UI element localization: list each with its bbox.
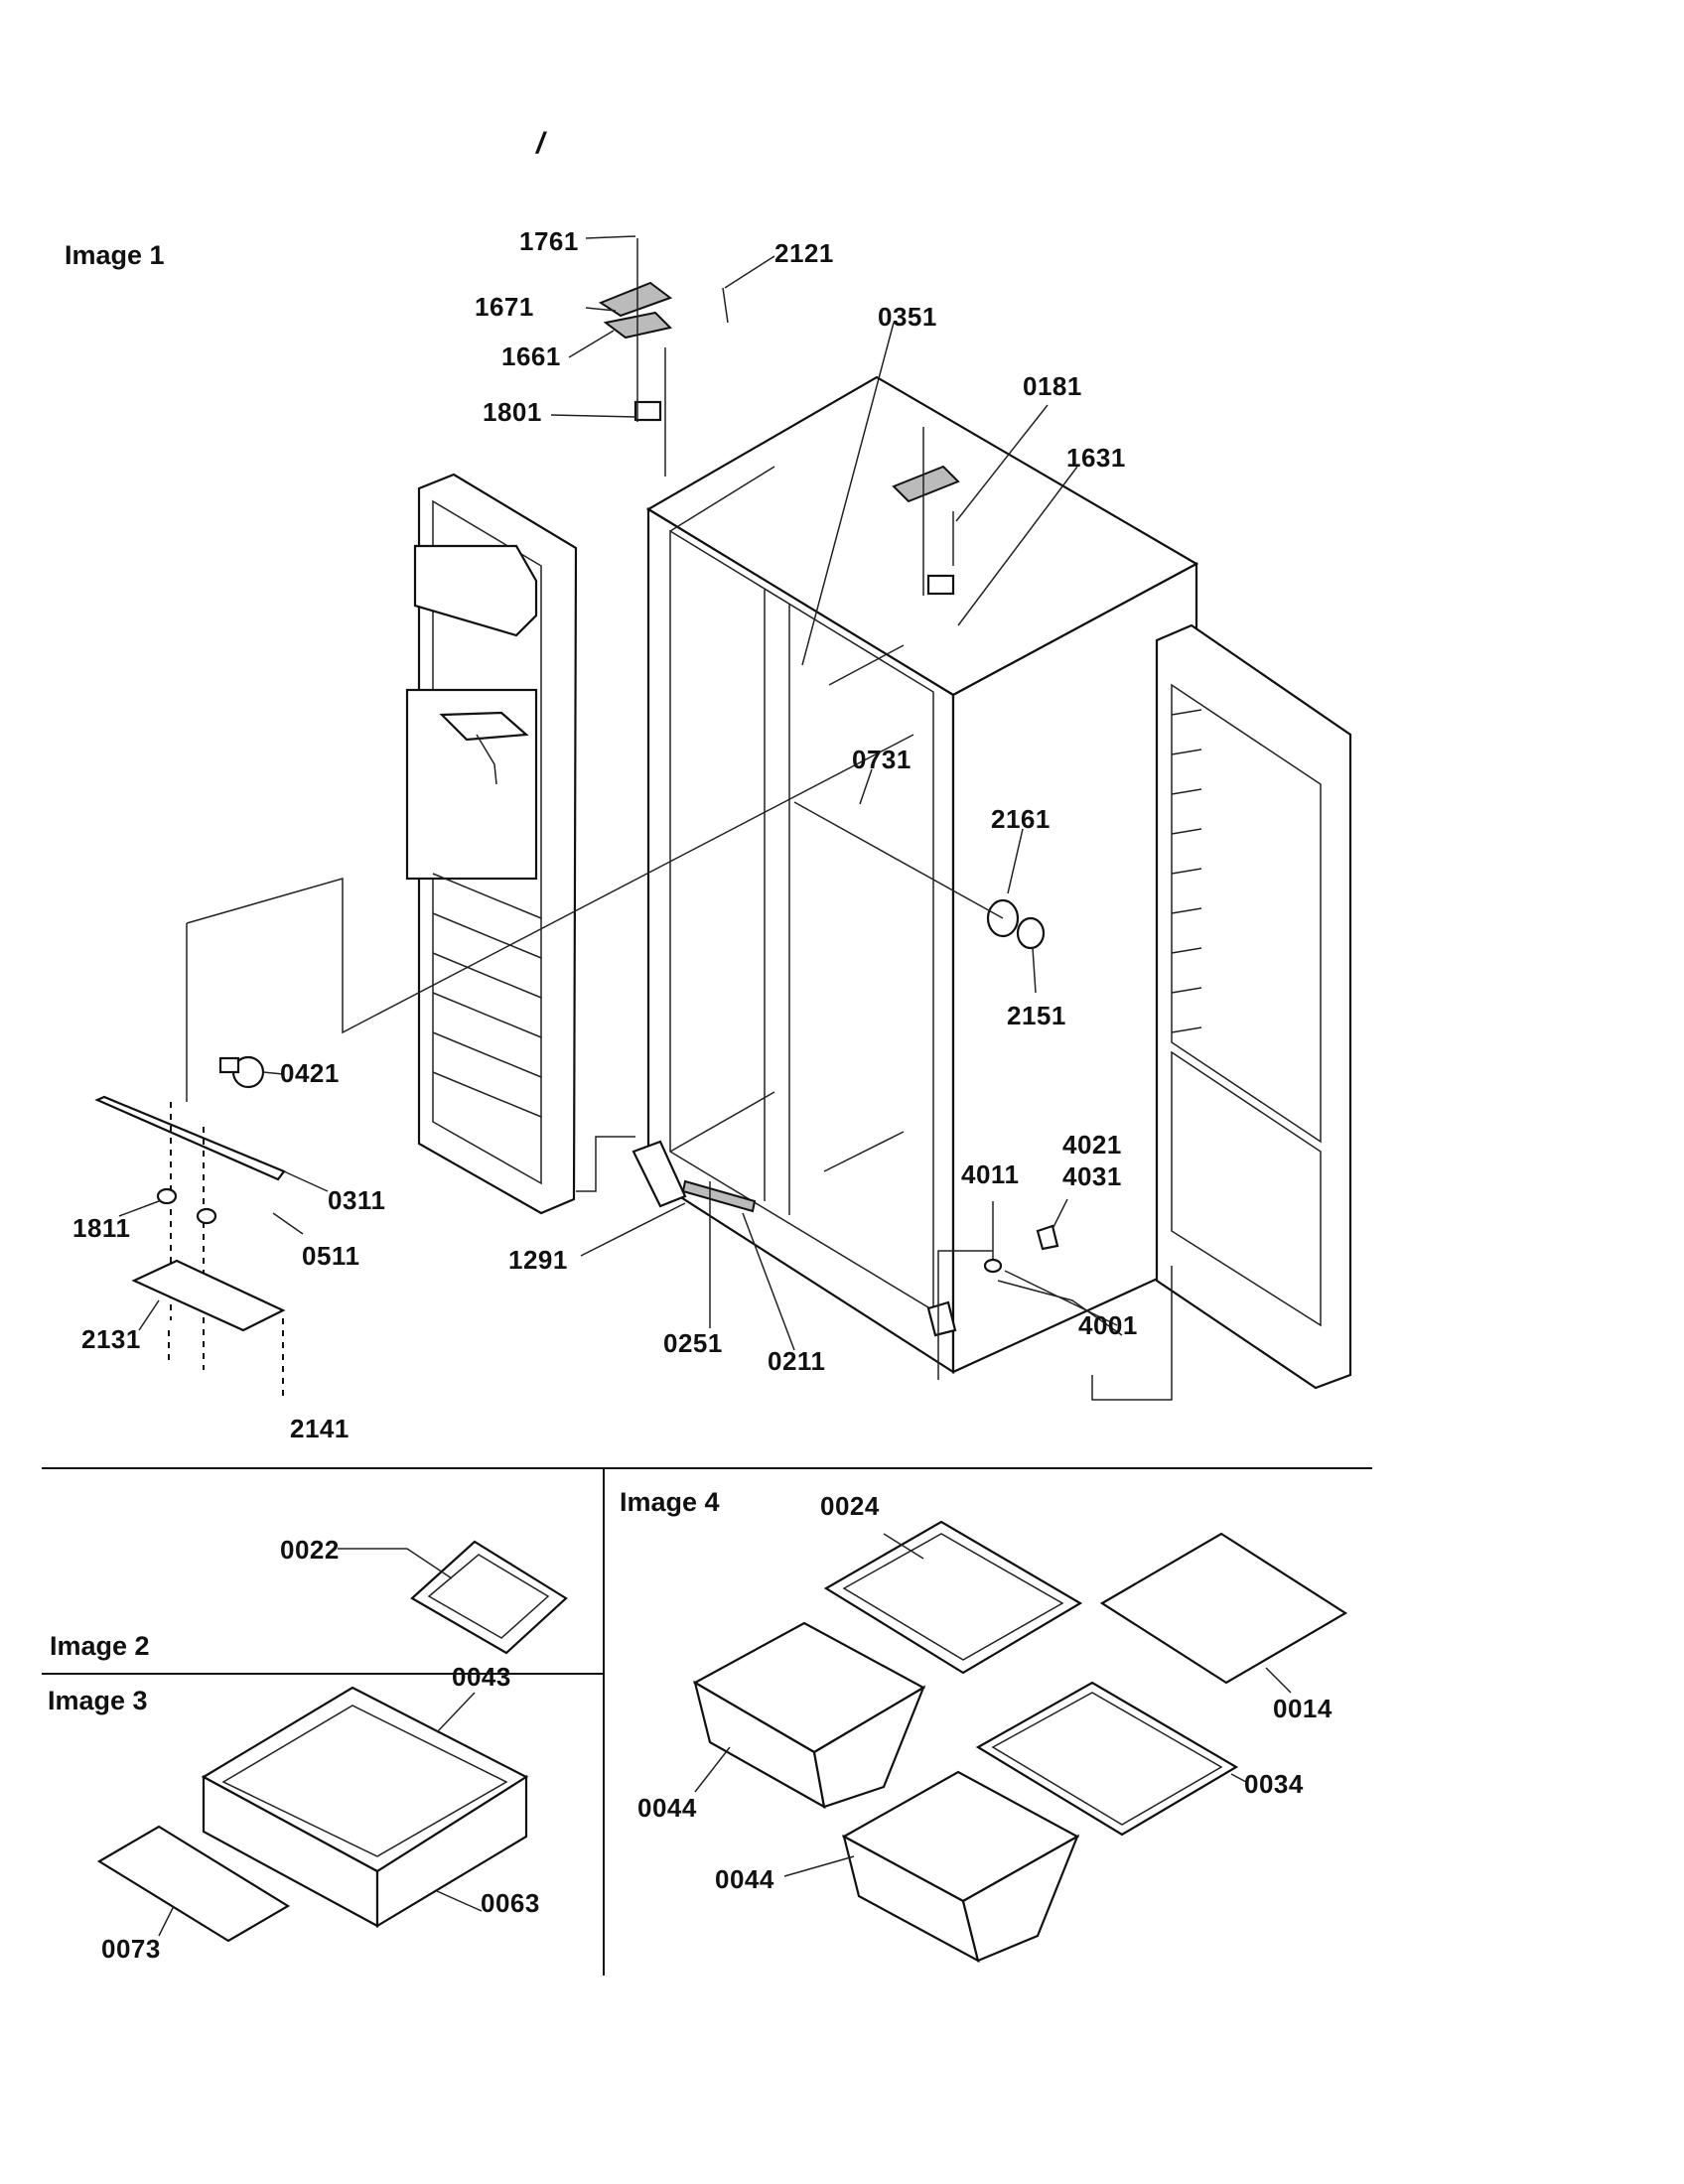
callout-2141: 2141	[290, 1414, 350, 1443]
cabinet	[645, 375, 1199, 1375]
image2-shelf	[338, 1540, 568, 1655]
panel-title-image4: Image 4	[620, 1487, 720, 1517]
left-door	[405, 473, 578, 1215]
callout-0421: 0421	[280, 1058, 340, 1088]
callout-0044-bottom: 0044	[715, 1864, 774, 1894]
callout-0022: 0022	[280, 1535, 340, 1565]
panel-title-image2: Image 2	[50, 1631, 150, 1661]
callout-2121: 2121	[774, 238, 834, 268]
leader-lines	[118, 235, 1118, 1351]
callout-0351: 0351	[878, 302, 937, 332]
callout-1661: 1661	[501, 341, 561, 371]
callout-1761: 1761	[519, 226, 579, 256]
callout-4011: 4011	[961, 1160, 1020, 1189]
callout-1291: 1291	[508, 1245, 568, 1275]
callout-2161: 2161	[991, 804, 1051, 834]
callout-0731: 0731	[852, 745, 912, 774]
lamp-bracket	[94, 1095, 286, 1400]
callout-4001: 4001	[1078, 1310, 1138, 1340]
callout-4031: 4031	[1062, 1161, 1122, 1191]
callout-0044-top: 0044	[637, 1793, 697, 1823]
callout-4021: 4021	[1062, 1130, 1122, 1160]
callout-0063: 0063	[481, 1888, 540, 1918]
stray-mark: /	[536, 127, 545, 160]
top-hinge-right	[892, 427, 960, 596]
right-lower-hardware	[937, 1201, 1173, 1401]
panel-title-image1: Image 1	[65, 240, 165, 270]
callout-0211: 0211	[768, 1346, 826, 1376]
callout-0511: 0511	[302, 1241, 360, 1271]
callout-0043: 0043	[452, 1662, 511, 1692]
callout-0311: 0311	[328, 1185, 386, 1215]
panel-title-image3: Image 3	[48, 1686, 148, 1715]
image4-parts	[692, 1520, 1348, 1964]
callout-0073: 0073	[101, 1934, 161, 1964]
callout-0181: 0181	[1023, 371, 1082, 401]
callout-0251: 0251	[663, 1328, 723, 1358]
callout-1631: 1631	[1066, 443, 1126, 473]
image3-crisper	[96, 1686, 529, 1943]
callout-1671: 1671	[475, 292, 534, 322]
callout-1811: 1811	[72, 1213, 131, 1243]
left-door-bins	[432, 873, 542, 1118]
callout-1801: 1801	[483, 397, 542, 427]
callout-2151: 2151	[1007, 1001, 1066, 1030]
right-door	[1155, 623, 1352, 1390]
lower-hinge	[576, 1136, 957, 1337]
callout-0024: 0024	[820, 1491, 880, 1521]
callout-0034: 0034	[1244, 1769, 1304, 1799]
top-hinge-left	[598, 238, 729, 477]
panel-dividers	[42, 1467, 1372, 1976]
control-knob	[793, 801, 1046, 950]
light-assembly	[186, 734, 914, 1102]
callout-2131: 2131	[81, 1324, 141, 1354]
callout-0014: 0014	[1273, 1694, 1333, 1723]
right-door-bins	[1171, 709, 1202, 1033]
